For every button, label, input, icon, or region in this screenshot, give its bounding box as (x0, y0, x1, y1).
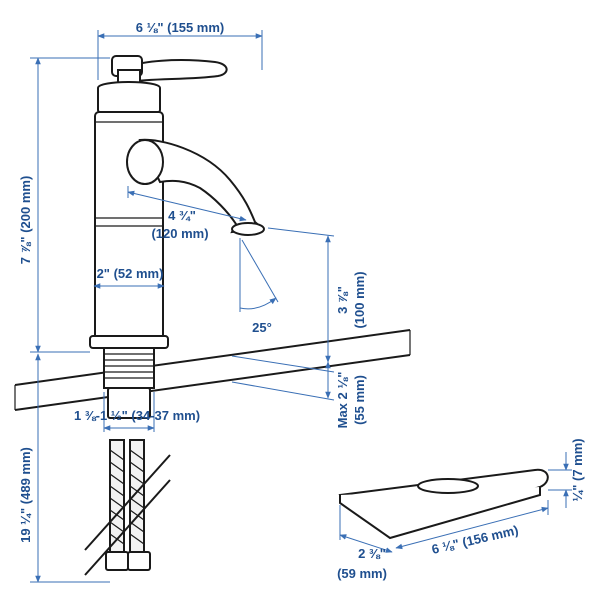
supply-hoses (105, 439, 151, 571)
label-hole-diameter: 1 ⅜-1 ½" (34-37 mm) (74, 408, 200, 423)
label-plate-depth-metric: (59 mm) (337, 566, 387, 581)
label-spout-reach-metric: (120 mm) (151, 226, 208, 241)
label-counter-thickness-metric: (55 mm) (352, 375, 367, 425)
label-total-height: 7 ⅞" (200 mm) (18, 176, 33, 265)
faucet (84, 55, 265, 576)
label-top-width: 6 ⅛" (155 mm) (136, 20, 225, 35)
base-flange (89, 335, 169, 349)
label-plate-depth-imperial: 2 ⅜" (358, 546, 386, 561)
label-hose-length: 19 ¼" (489 mm) (18, 447, 33, 543)
dim-spout-height: 3 ⅞" (100 mm) (267, 227, 367, 363)
label-body-diameter: 2" (52 mm) (97, 266, 164, 281)
label-spout-angle: 25° (252, 320, 272, 335)
handle-lever (116, 59, 228, 84)
dim-hole-diameter: 1 ⅜-1 ½" (34-37 mm) (74, 392, 200, 432)
label-plate-thickness: ¼" (7 mm) (570, 438, 585, 501)
dim-plate-depth: 2 ⅜" (59 mm) (337, 505, 393, 581)
dim-body-diameter: 2" (52 mm) (93, 266, 165, 289)
dim-hose-length: 19 ¼" (489 mm) (18, 353, 110, 583)
label-spout-height-imperial: 3 ⅞" (335, 286, 350, 314)
dim-top-width: 6 ⅛" (155 mm) (97, 20, 263, 80)
dim-spout-reach: 4 ¾" (120 mm) (127, 186, 247, 241)
label-spout-reach-imperial: 4 ¾" (168, 208, 196, 223)
dim-counter-thickness: Max 2 ⅛" (55 mm) (231, 355, 367, 429)
dim-spout-angle: 25° (239, 238, 279, 335)
countertop (14, 329, 411, 411)
label-counter-thickness-imperial: Max 2 ⅛" (335, 372, 350, 429)
dim-plate-thickness: ¼" (7 mm) (548, 438, 585, 508)
dim-total-height: 7 ⅞" (200 mm) (18, 57, 110, 353)
label-spout-height-metric: (100 mm) (352, 271, 367, 328)
